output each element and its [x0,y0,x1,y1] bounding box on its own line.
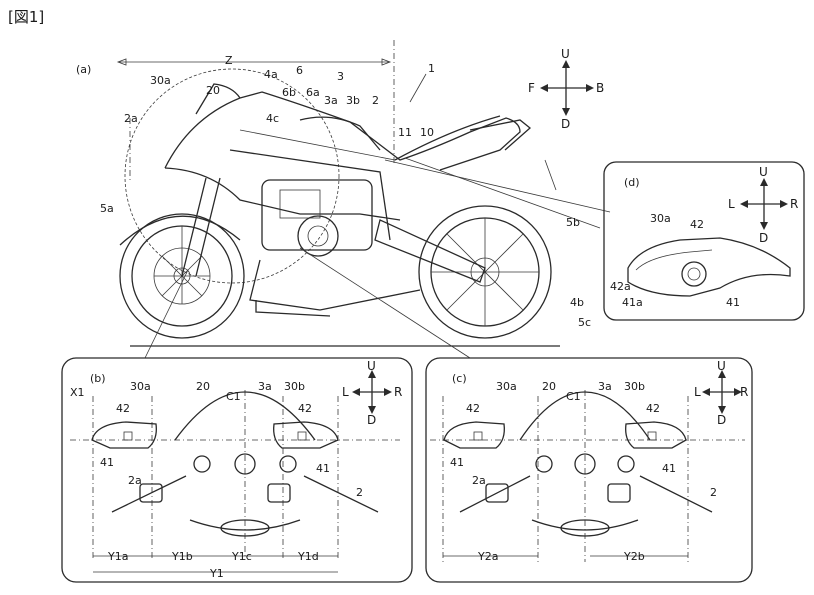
label-b-41-left: 41 [100,456,114,469]
label-b-2a: 2a [128,474,142,487]
label-10: 10 [420,126,434,139]
label-c-2: 2 [710,486,717,499]
panel-b-label: (b) [90,372,106,385]
label-6a: 6a [306,86,320,99]
label-c-41-right: 41 [662,462,676,475]
label-c-41-left: 41 [450,456,464,469]
label-3b: 3b [346,94,360,107]
label-d-30a: 30a [650,212,671,225]
panel-d-label: (d) [624,176,640,189]
label-b-Y1: Y1 [209,567,224,580]
dir-d-up: U [759,165,768,179]
label-c-42-left: 42 [466,402,480,415]
label-b-C1: C1 [226,390,241,403]
label-c-C1: C1 [566,390,581,403]
label-b-42-right: 42 [298,402,312,415]
label-b-20: 20 [196,380,210,393]
label-b-30a: 30a [130,380,151,393]
label-c-Y2b: Y2b [623,550,645,563]
dir-b-left: L [342,385,349,399]
panel-b-front-view: (b) X1 30a 20 C1 3a 30b 42 42 41 [61,357,413,583]
direction-compass-main: U D F B [528,47,604,131]
label-Z: Z [225,54,233,67]
dir-c-right: R [740,385,748,399]
label-5b: 5b [566,216,580,229]
label-3: 3 [337,70,344,83]
label-c-30a: 30a [496,380,517,393]
dir-b-up: U [367,359,376,373]
label-4b: 4b [570,296,584,309]
dir-up: U [561,47,570,61]
label-c-30b: 30b [624,380,645,393]
panel-c-front-view: (c) 30a 20 C1 3a 30b 42 42 41 41 2a 2 Y2… [425,357,753,583]
panel-c-label: (c) [452,372,467,385]
label-c-42-right: 42 [646,402,660,415]
label-d-41a: 41a [622,296,643,309]
label-d-42: 42 [690,218,704,231]
label-c-20: 20 [542,380,556,393]
label-b-Y1b: Y1b [171,550,193,563]
dir-b-right: R [394,385,402,399]
dir-c-down: D [717,413,726,427]
dir-d-left: L [728,197,735,211]
label-5a: 5a [100,202,114,215]
label-b-3a: 3a [258,380,272,393]
dir-d-right: R [790,197,798,211]
label-1: 1 [428,62,435,75]
direction-compass-d: U D L R [728,165,798,245]
dir-c-up: U [717,359,726,373]
label-d-41: 41 [726,296,740,309]
label-6b: 6b [282,86,296,99]
label-6: 6 [296,64,303,77]
label-b-2: 2 [356,486,363,499]
dir-c-left: L [694,385,701,399]
label-20: 20 [206,84,220,97]
label-b-X1: X1 [70,386,85,399]
dir-forward: F [528,81,535,95]
label-30a: 30a [150,74,171,87]
label-c-2a: 2a [472,474,486,487]
dir-back: B [596,81,604,95]
label-b-41-right: 41 [316,462,330,475]
dir-d-down: D [759,231,768,245]
label-5c: 5c [578,316,591,329]
panel-a-label: (a) [76,63,91,76]
label-11: 11 [398,126,412,139]
label-2: 2 [372,94,379,107]
label-d-42a: 42a [610,280,631,293]
figure-title: [図1] [8,8,44,26]
label-b-30b: 30b [284,380,305,393]
direction-compass-b: U D L R [342,359,402,427]
label-b-42-left: 42 [116,402,130,415]
label-2a: 2a [124,112,138,125]
direction-compass-c: U D L R [694,359,748,427]
label-4a: 4a [264,68,278,81]
label-c-Y2a: Y2a [477,550,498,563]
label-4c: 4c [266,112,279,125]
label-b-Y1a: Y1a [107,550,128,563]
label-b-Y1c: Y1c [231,550,252,563]
panel-a-side-view: (a) [76,40,611,359]
panel-d-mirror-detail: (d) U D L R 30a 42 42a 41a 41 [603,161,805,321]
dir-down: D [561,117,570,131]
label-b-Y1d: Y1d [297,550,319,563]
label-3a: 3a [324,94,338,107]
label-c-3a: 3a [598,380,612,393]
dir-b-down: D [367,413,376,427]
